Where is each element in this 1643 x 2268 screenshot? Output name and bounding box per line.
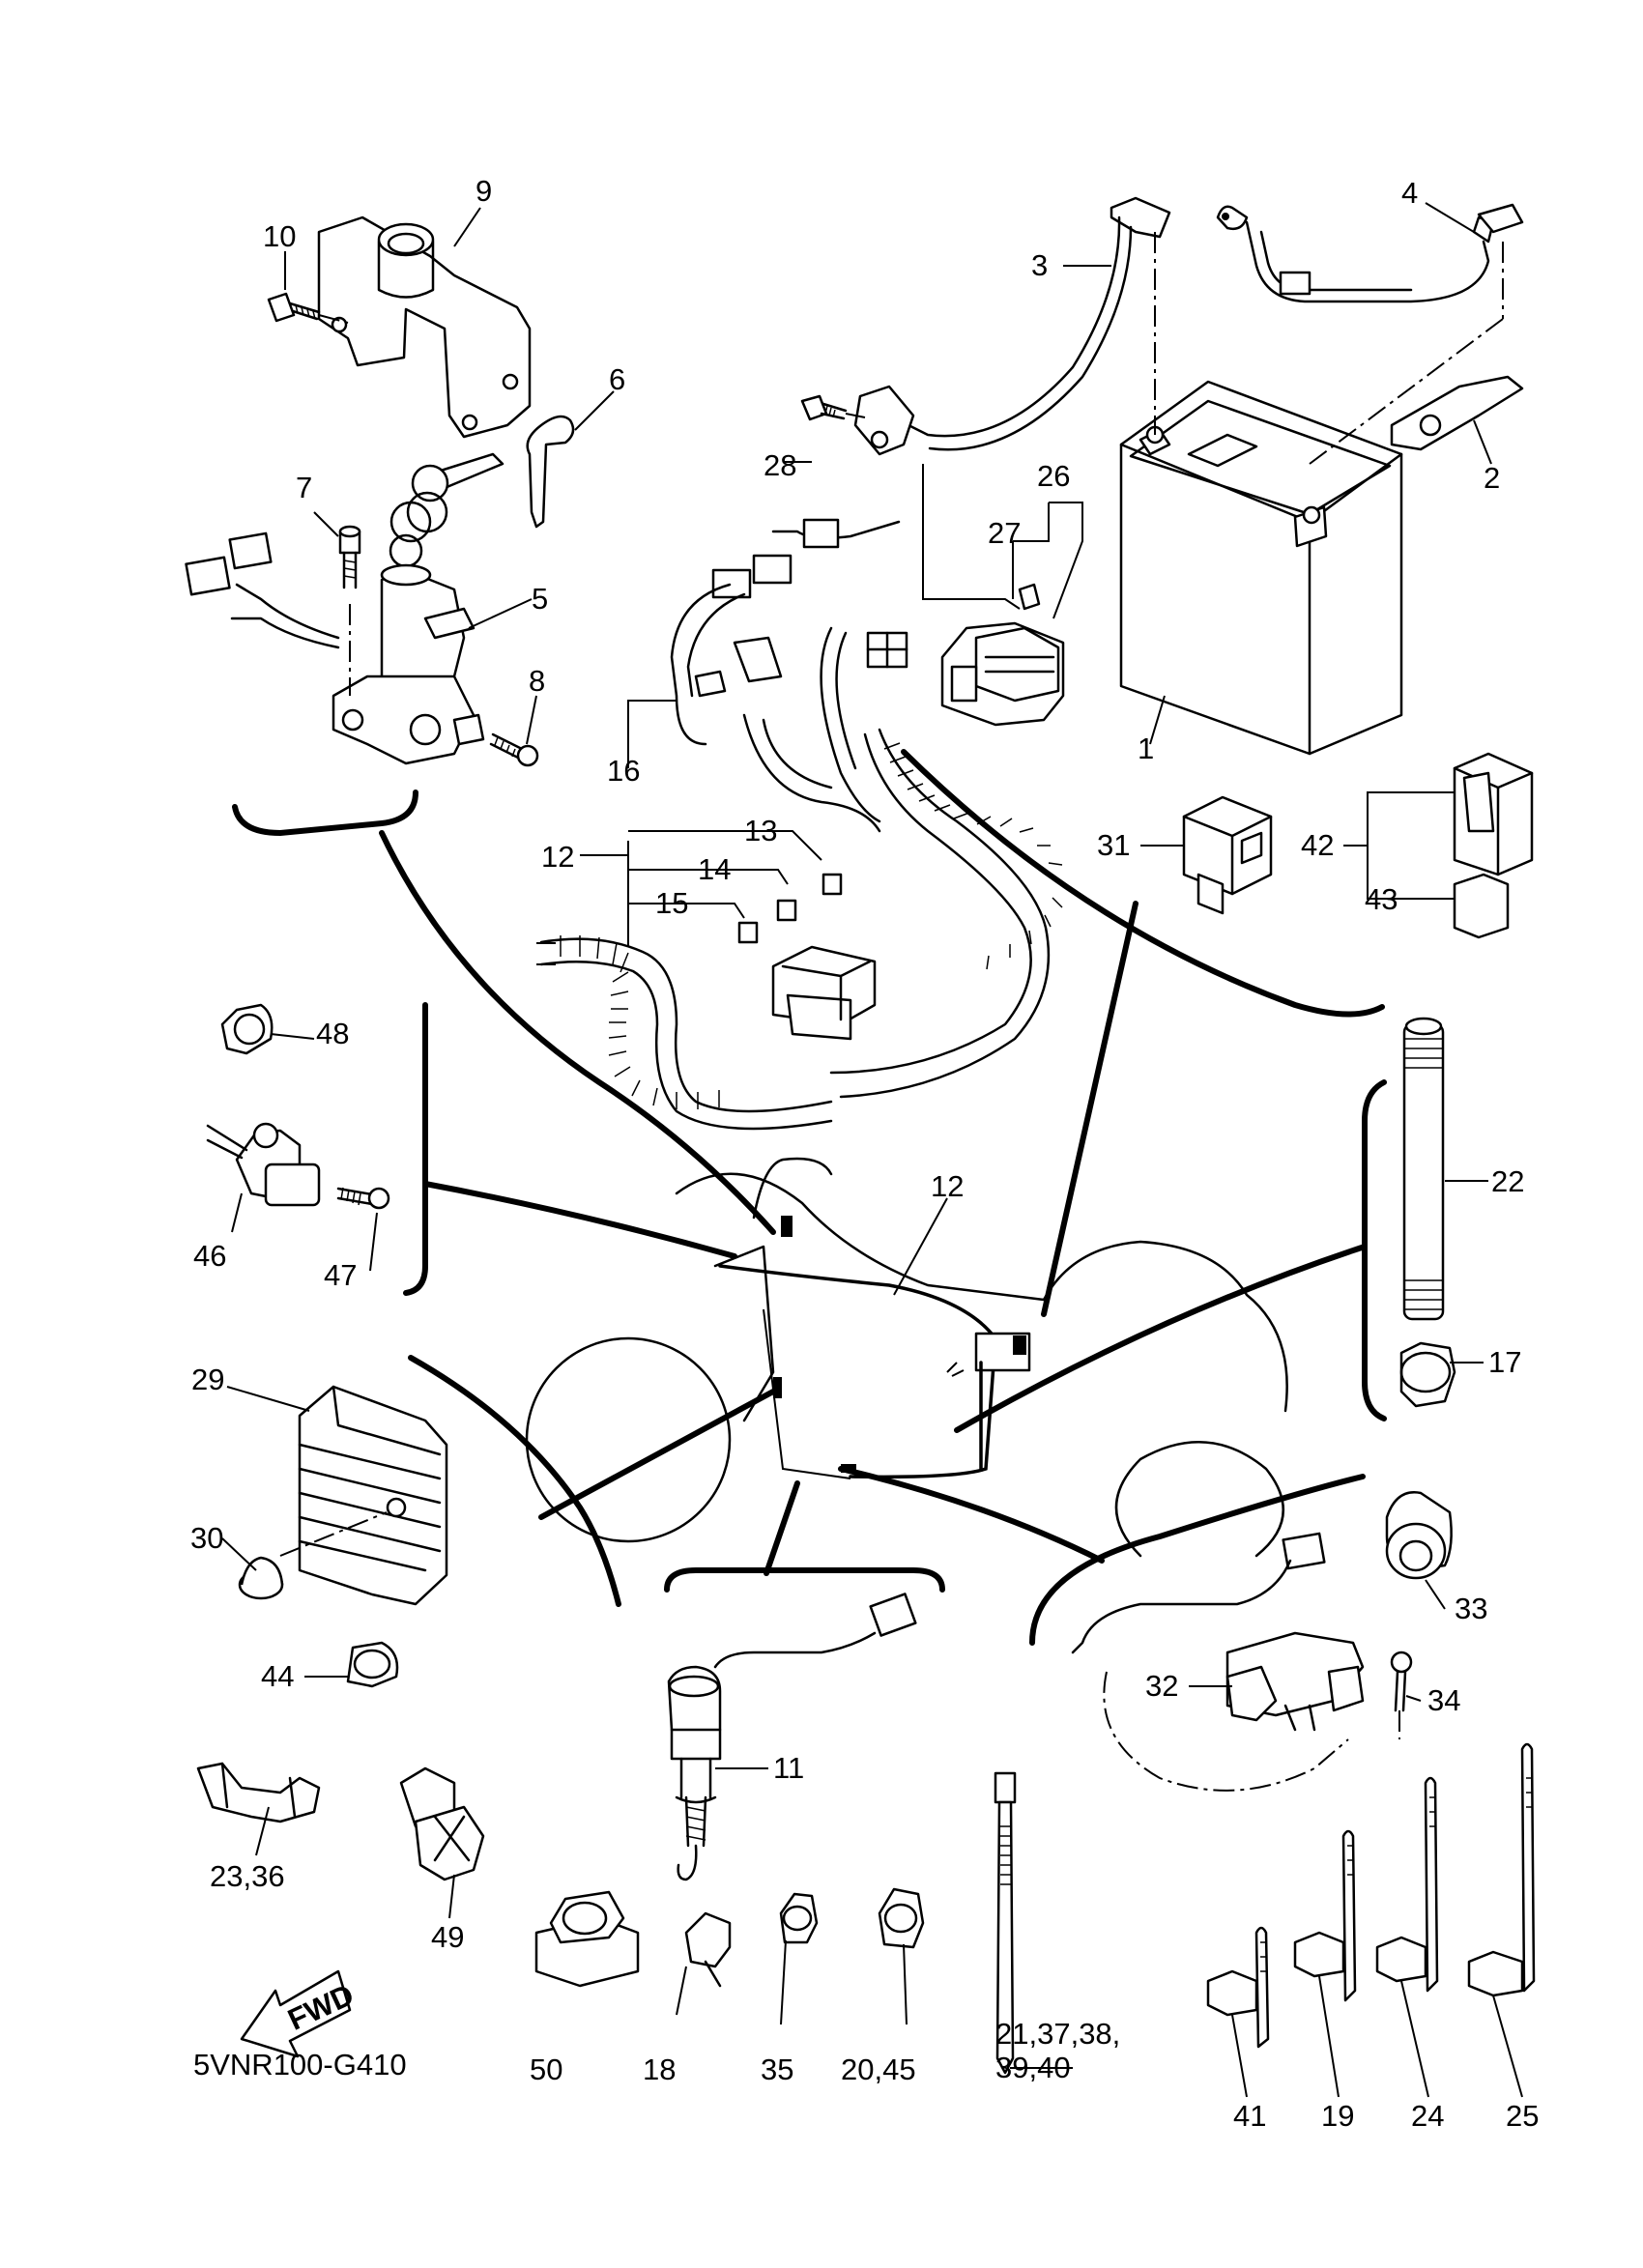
callout-12-top: 12: [541, 840, 574, 874]
callout-4: 4: [1401, 176, 1418, 210]
callout-34: 34: [1427, 1683, 1460, 1717]
callout-31: 31: [1097, 828, 1130, 862]
callout-19: 19: [1321, 2099, 1354, 2133]
leader-lines: [221, 202, 1523, 2098]
starter-relay: [711, 394, 1065, 727]
stud: [1399, 1017, 1456, 1408]
callout-30: 30: [190, 1521, 223, 1555]
sensor-assembly: [1071, 1491, 1453, 1792]
callout-5: 5: [532, 582, 548, 616]
callout-32: 32: [1145, 1669, 1178, 1703]
battery-cables: [853, 196, 1524, 465]
callout-14: 14: [698, 852, 731, 886]
callout-23-36: 23,36: [210, 1859, 285, 1893]
callout-13: 13: [744, 814, 777, 847]
callout-25: 25: [1506, 2099, 1539, 2133]
neutral-switch-sensor: [667, 1593, 917, 1881]
callout-8: 8: [529, 664, 545, 698]
callout-47: 47: [324, 1258, 357, 1292]
callout-9: 9: [476, 174, 492, 208]
callout-26: 26: [1037, 459, 1070, 493]
callout-11: 11: [773, 1751, 804, 1785]
callout-22: 22: [1491, 1164, 1524, 1198]
small-clips: [196, 1762, 925, 1988]
callout-46: 46: [193, 1239, 226, 1273]
callout-10: 10: [263, 219, 296, 253]
callout-44: 44: [261, 1659, 294, 1693]
callout-50: 50: [530, 2053, 562, 2086]
callout-21-line2: 39,40: [995, 2051, 1071, 2084]
callout-43: 43: [1365, 882, 1398, 916]
motorcycle-outline: [525, 1157, 1288, 1558]
harness-clips: [206, 1003, 390, 1210]
drawing-code: 5VNR100-G410: [193, 2048, 407, 2081]
callout-15: 15: [655, 886, 688, 920]
handlebar-bracket: [317, 215, 532, 439]
cable-ties: [994, 1742, 1536, 2075]
callout-6: 6: [609, 362, 625, 396]
callout-42: 42: [1301, 828, 1334, 862]
callout-18: 18: [643, 2053, 676, 2086]
callout-16: 16: [607, 754, 640, 788]
screw-8: [489, 732, 539, 767]
relays: [1182, 752, 1534, 939]
callout-24: 24: [1411, 2099, 1444, 2133]
callout-29: 29: [191, 1363, 224, 1396]
bolt-7: [338, 525, 361, 589]
callout-41: 41: [1233, 2099, 1266, 2133]
callout-labels: 9 10 6 7 5 8 3 4 2 1 28 26 27 16 12 13 1…: [190, 174, 1539, 2133]
callout-28: 28: [764, 448, 796, 482]
rectifier: [238, 1385, 448, 1688]
callout-35: 35: [761, 2053, 793, 2086]
wire-harness: [536, 583, 1067, 1131]
fwd-arrow-icon: FWD: [240, 1969, 359, 2058]
callout-3: 3: [1031, 248, 1048, 282]
callout-21-line1: 21,37,38,: [995, 2017, 1120, 2051]
callout-1: 1: [1138, 732, 1154, 765]
callout-7: 7: [296, 471, 312, 504]
main-switch: [185, 531, 485, 765]
keys: [389, 415, 575, 568]
callout-33: 33: [1455, 1592, 1487, 1625]
callout-17: 17: [1488, 1345, 1521, 1379]
callout-48: 48: [316, 1017, 349, 1050]
battery: [1119, 380, 1403, 756]
callout-12-frame: 12: [931, 1169, 964, 1203]
callout-2: 2: [1484, 461, 1500, 495]
callout-20-45: 20,45: [841, 2053, 916, 2086]
callout-49: 49: [431, 1920, 464, 1954]
bolt-10: [267, 292, 349, 324]
callout-27: 27: [988, 516, 1021, 550]
